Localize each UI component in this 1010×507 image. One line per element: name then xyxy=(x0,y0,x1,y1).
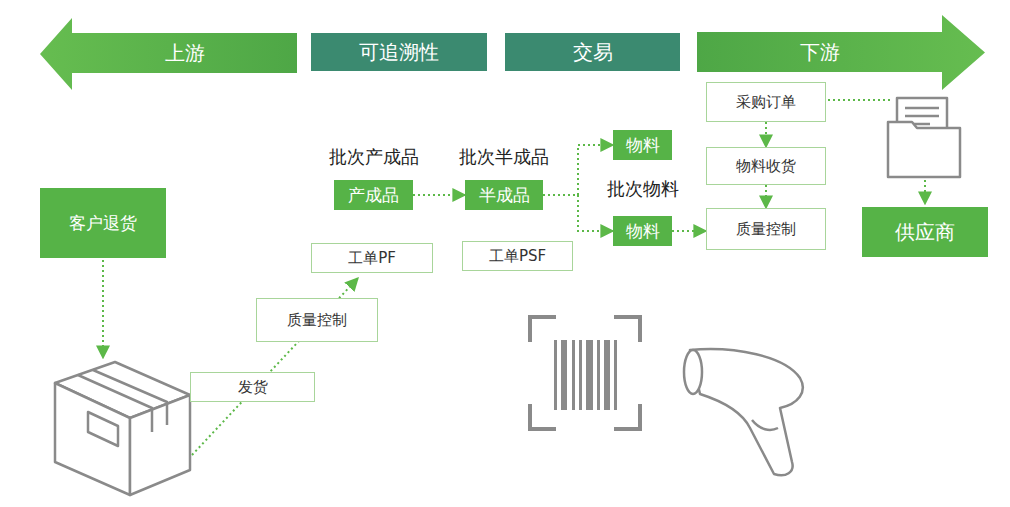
category-band: 可追溯性 xyxy=(311,33,487,71)
downstream-arrow: 下游 xyxy=(697,15,985,90)
flow-connector xyxy=(765,122,767,147)
flow-connector xyxy=(413,194,465,196)
node-body: 可追溯性 xyxy=(311,33,487,71)
node-label: 上游 xyxy=(165,41,205,65)
node-body: 物料 xyxy=(613,216,672,246)
node-body: 产成品 xyxy=(334,180,413,210)
return-box: 客户退货 xyxy=(40,188,166,258)
arrow-polygon xyxy=(697,15,985,90)
supplier-flow-line xyxy=(924,180,926,204)
process-box: 工单PF xyxy=(311,243,433,273)
node-label: 交易 xyxy=(573,40,613,64)
node-label: 产成品 xyxy=(348,185,399,205)
node-body: 采购订单 xyxy=(707,83,825,121)
node-body: 物料收货 xyxy=(707,148,825,184)
node-body: 物料 xyxy=(613,130,672,160)
material-box: 物料 xyxy=(613,130,672,160)
material-box: 批次物料物料 xyxy=(613,216,672,246)
node-label: 物料 xyxy=(626,135,660,155)
process-box: 采购订单 xyxy=(706,82,826,122)
node-body: 上游 xyxy=(72,33,297,73)
node-label: 发货 xyxy=(238,378,268,396)
node-label: 客户退货 xyxy=(69,213,137,233)
node-label: 质量控制 xyxy=(736,220,796,238)
node-label: 工单PF xyxy=(348,249,396,267)
process-box: 发货 xyxy=(190,372,315,402)
node-label: 质量控制 xyxy=(287,311,347,329)
node-body: 交易 xyxy=(505,33,680,71)
scanner-icon xyxy=(684,349,803,475)
carton-icon xyxy=(55,362,190,495)
batch-heading: 批次半成品 xyxy=(459,146,549,168)
node-label: 工单PSF xyxy=(489,247,546,265)
process-box: 工单PSF xyxy=(462,241,573,271)
batch-heading: 批次物料 xyxy=(607,178,679,200)
node-label: 供应商 xyxy=(895,220,955,244)
barcode-icon xyxy=(530,317,640,429)
product-box: 批次产成品产成品 xyxy=(334,180,413,210)
process-box: 质量控制 xyxy=(256,298,378,342)
document-icon xyxy=(888,98,960,177)
node-body: 质量控制 xyxy=(257,299,377,341)
flow-connector xyxy=(543,145,613,195)
node-label: 物料 xyxy=(626,221,660,241)
category-band: 交易 xyxy=(505,33,680,71)
node-body: 供应商 xyxy=(862,207,988,257)
node-label: 半成品 xyxy=(479,185,530,205)
node-body: 工单PSF xyxy=(463,242,572,270)
node-label: 采购订单 xyxy=(736,93,796,111)
node-body: 半成品 xyxy=(465,180,543,210)
node-body: 质量控制 xyxy=(707,209,825,249)
process-box: 物料收货 xyxy=(706,147,826,185)
batch-heading: 批次产成品 xyxy=(329,146,419,168)
node-label: 下游 xyxy=(800,40,840,64)
upstream-arrow: 上游 xyxy=(40,18,297,90)
flow-connector xyxy=(543,195,613,231)
node-label: 物料收货 xyxy=(736,157,796,175)
flow-connector xyxy=(765,185,767,208)
node-body: 下游 xyxy=(697,32,942,72)
flow-connector xyxy=(672,230,706,232)
supplier-box: 供应商 xyxy=(862,207,988,257)
arrow-polygon xyxy=(40,18,297,90)
node-label: 可追溯性 xyxy=(359,40,439,64)
process-box: 质量控制 xyxy=(706,208,826,250)
order-flow-line xyxy=(828,99,893,101)
node-body: 工单PF xyxy=(312,244,432,272)
return-flow-line xyxy=(102,260,104,358)
product-box: 批次半成品半成品 xyxy=(465,180,543,210)
node-body: 发货 xyxy=(191,373,314,401)
node-body: 客户退货 xyxy=(40,188,166,258)
arrow-shape xyxy=(697,15,985,90)
